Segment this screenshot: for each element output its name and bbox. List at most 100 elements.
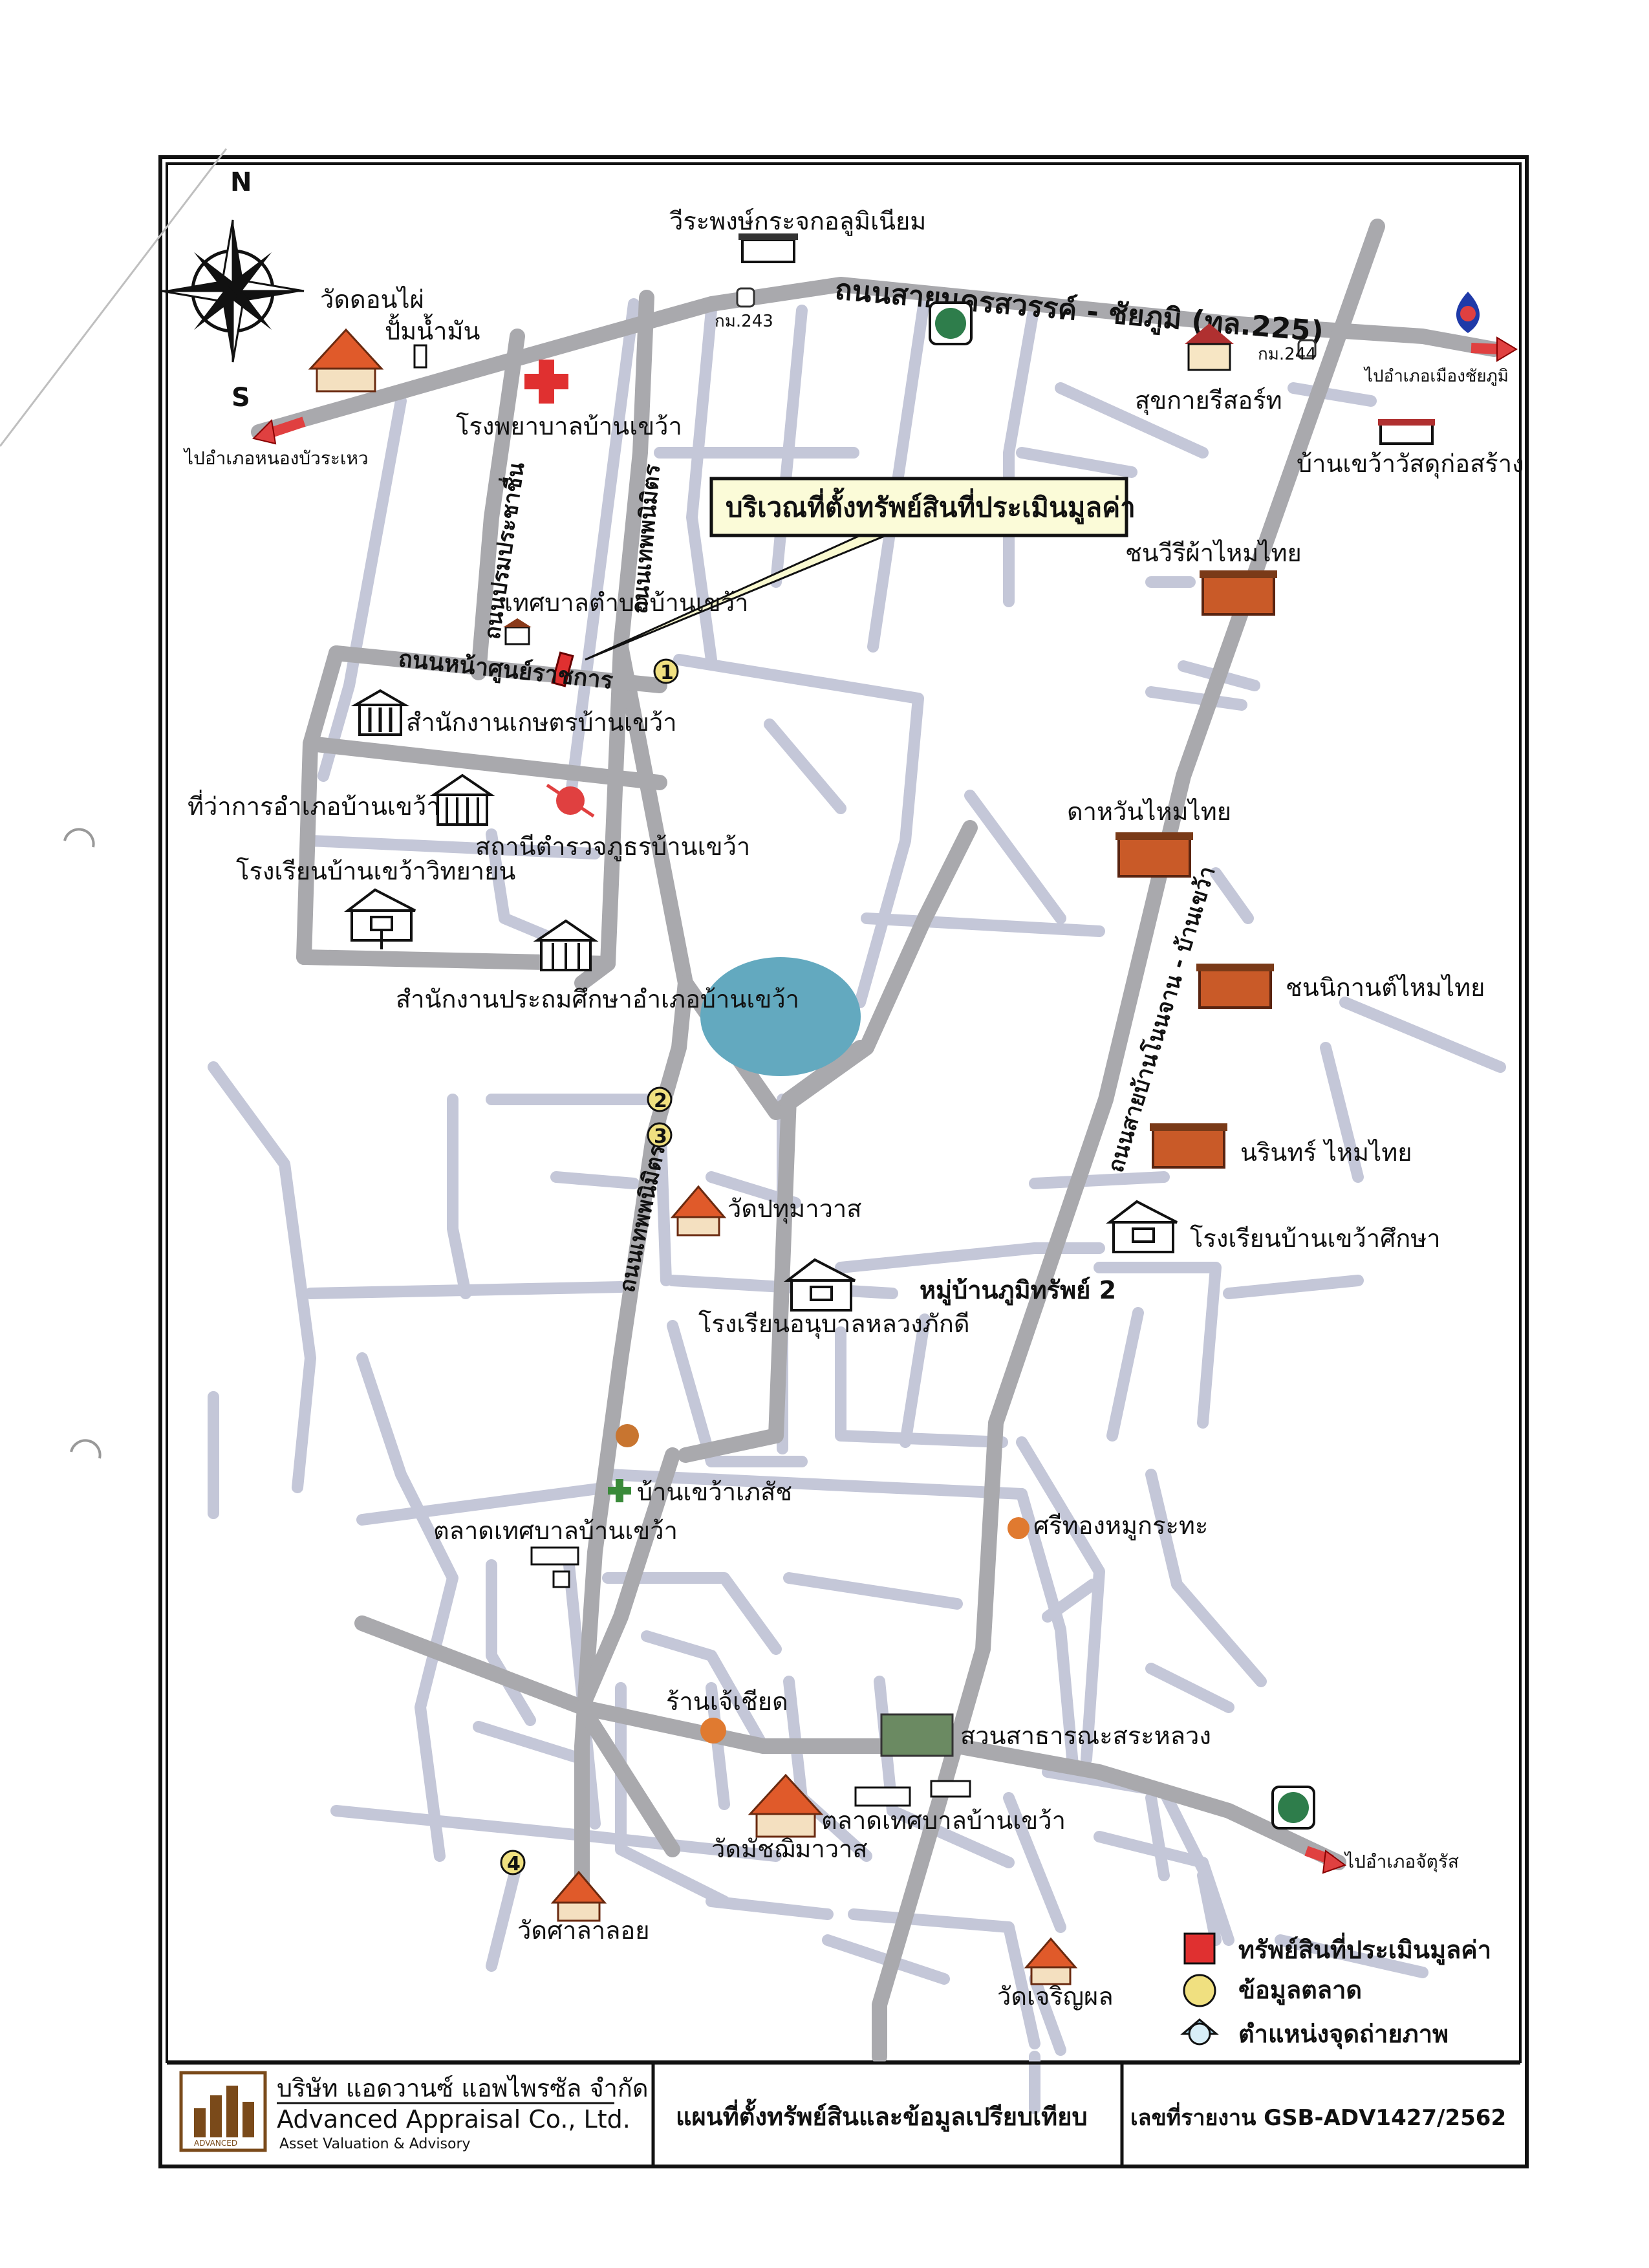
marker-4-label: 4 [507,1853,521,1875]
to-left-label: ไปอำเภอหนองบัวระเหว [183,448,369,469]
label-primary-office: สำนักงานประถมศึกษาอำเภอบ้านเขว้า [396,985,799,1013]
main-roads [251,219,1502,2064]
coin-icon [616,1424,639,1447]
company-logo-text: ADVANCED [194,2139,237,2148]
label-municipality: เทศบาลตำบลบ้านเขว้า [504,589,748,617]
ptt-logo-icon [1271,1786,1315,1830]
arrow-bottom-right-icon [1304,1846,1347,1874]
silk-shop-icon [1200,570,1277,616]
arrow-right-icon [1471,336,1518,362]
marker-2-label: 2 [654,1090,667,1112]
label-park: สวนสาธารณะสระหลวง [960,1722,1211,1750]
seven-eleven-icon [552,1570,570,1588]
label-agriculture: สำนักงานเกษตรบ้านเขว้า [406,708,677,737]
label-gas-station: ปั้มน้ำมัน [385,313,480,345]
km-marker-icon [736,287,755,308]
district-office-icon [429,773,495,826]
arrow-left-icon [252,416,306,445]
label-wat-donphai: วัดดอนไผ่ [320,285,424,314]
label-chaweeree: ชนวีรีผ้าไหมไทย [1125,539,1302,567]
legend-photo-icon [1180,2018,1220,2046]
punch-hole-icon [70,1439,102,1459]
legend-subject-swatch [1183,1932,1216,1965]
restaurant-icon [1008,1517,1029,1539]
legend-market-label: ข้อมูลตลาด [1238,1976,1362,2005]
school-icon [344,888,416,949]
company-name-en: Advanced Appraisal Co., Ltd. [277,2105,630,2133]
label-chanikan: ชนนิกานต์ไหมไทย [1286,973,1485,1002]
footer [167,2061,1520,2166]
temple-icon [550,1870,607,1922]
label-wat-pathum: วัดปทุมาวาส [727,1194,861,1224]
label-police: สถานีตำรวจภูธรบ้านเขว้า [475,832,750,861]
footer-report-no: เลขที่รายงาน GSB-ADV1427/2562 [1130,2102,1506,2131]
footer-title: แผนที่ตั้งทรัพย์สินและข้อมูลเปรียบเทียบ [676,2099,1088,2132]
km-right-label: กม.244 [1258,345,1317,364]
km-marker-icon [1297,339,1317,360]
to-bottom-right-label: ไปอำเภอจัตุรัส [1344,1851,1459,1873]
label-jeesiad: ร้านเจ้เชียด [666,1687,788,1716]
market-icon [854,1786,911,1807]
market-data-marker [647,1122,673,1148]
subject-property-marker [551,651,574,687]
temple-icon [308,328,384,393]
label-sukkai: สุขกายรีสอร์ท [1135,386,1282,415]
label-district-office: ที่ว่าการอำเภอบ้านเขว้า [188,790,440,821]
compass-south-label: S [232,383,250,413]
road-govcenter-label: ถนนหน้าศูนย์ราชการ [397,645,615,696]
compass-north-label: N [230,167,252,197]
subject-callout [585,477,1128,661]
temple-icon [670,1185,727,1237]
legend-market-swatch [1183,1974,1216,2007]
silk-shop-icon [1116,832,1193,878]
marker-3-label: 3 [654,1125,667,1148]
label-school-witthaya: โรงเรียนบ้านเขว้าวิทยายน [236,857,515,885]
resort-icon [1185,323,1234,371]
fuel-pump-icon [413,344,427,369]
label-market-2: ตลาดเทศบาลบ้านเขว้า [821,1806,1066,1835]
municipality-icon [503,618,532,645]
page-fold-line [0,148,228,447]
pond-sra-luang [700,957,861,1076]
school-icon [1106,1200,1178,1253]
market-data-marker [653,658,679,684]
market-data-marker [500,1850,526,1875]
km-left-label: กม.243 [715,312,773,331]
to-right-label: ไปอำเภอเมืองชัยภูมิ [1363,366,1509,386]
highway-label: ถนนสายนครสวรรค์ - ชัยภูมิ (ทล.225) [834,273,1325,349]
compass-rose [161,219,305,363]
label-moo-ban: หมู่บ้านภูมิทรัพย์ 2 [920,1276,1116,1306]
label-market-1: ตลาดเทศบาลบ้านเขว้า [433,1517,678,1545]
temple-icon [1024,1937,1078,1985]
label-school-suksa: โรงเรียนบ้านเขว้าศึกษา [1190,1224,1441,1253]
school-icon [784,1258,856,1312]
pharmacy-icon [608,1479,631,1502]
seven-eleven-icon [930,1780,971,1798]
temple-icon [748,1773,824,1838]
legend [1180,1932,1220,2046]
label-wat-matchim: วัดมัชฌิมาวาส [711,1835,868,1863]
label-construction: บ้านเขว้าวัสดุก่อสร้าง [1297,449,1524,479]
market-icon [530,1546,579,1566]
agriculture-office-icon [350,689,410,736]
park-icon [880,1713,954,1757]
punch-hole-icon [63,828,95,848]
label-weeraphong: วีระพงษ์กระจกอลูมิเนียม [669,207,926,236]
ptt-logo-icon [929,301,973,345]
shop-icon [738,233,798,263]
pt-logo-icon [1456,292,1480,333]
label-wat-charoen: วัดเจริญผล [997,1982,1114,2011]
silk-shop-icon [1196,964,1274,1009]
market-data-marker [647,1086,673,1112]
label-kindergarten: โรงเรียนอนุบาลหลวงภักดี [698,1310,970,1339]
silk-shop-icon [1150,1123,1227,1169]
legend-photo-label: ตำแหน่งจุดถ่ายภาพ [1238,2020,1449,2049]
primary-office-icon [533,919,599,971]
map-frame-outer [158,155,1529,2168]
label-hospital: โรงพยาบาลบ้านเขว้า [456,412,682,440]
restaurant-icon [700,1718,726,1744]
label-pharmacy: บ้านเขว้าเภสัช [637,1478,792,1506]
company-logo [179,2071,267,2152]
company-tagline: Asset Valuation & Advisory [279,2136,471,2152]
